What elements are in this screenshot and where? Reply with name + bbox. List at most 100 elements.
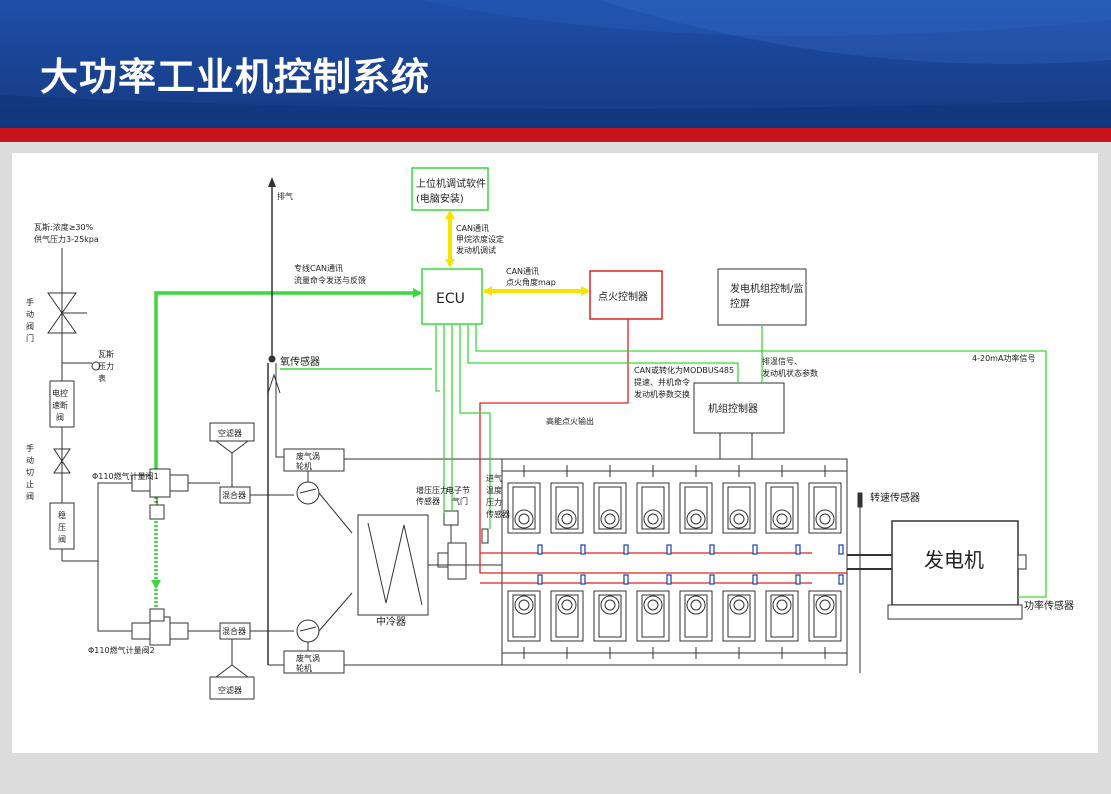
turbo-2-line2: 轮机: [296, 663, 312, 673]
hv-ignition-label: 高能点火输出: [546, 416, 594, 426]
ecu-label: ECU: [436, 291, 465, 307]
cylinder-bottom-7: [765, 590, 799, 642]
gas-gauge-line3: 表: [98, 373, 106, 383]
spark-plug-bottom-4: [666, 574, 672, 585]
control-system-diagram: 上位机调试软件 (电脑安装) CAN通讯 甲烷浓度设定 发动机调试 ECU CA…: [26, 167, 1074, 700]
oxygen-sensor-label: 氧传感器: [280, 355, 320, 368]
intake-sensor-line3: 压力: [486, 497, 502, 507]
cylinder-bottom-1: [507, 590, 541, 642]
dedicated-can-line1: 专线CAN通讯: [294, 263, 343, 273]
elec-shutoff-line2: 速断: [52, 400, 68, 410]
spark-plug-top-4: [666, 544, 672, 555]
turbo-2: [283, 650, 345, 674]
banner-pattern: [0, 0, 1111, 130]
intake-sensor-line1: 进气: [486, 473, 502, 483]
intercooler: [357, 514, 429, 616]
boost-sensor-line2: 传感器: [416, 496, 440, 506]
cylinder-top-2: [550, 482, 584, 534]
can-pc-line2: 甲烷浓度设定: [456, 234, 504, 244]
spark-plug-top-2: [580, 544, 586, 555]
spark-plug-top-5: [709, 544, 715, 555]
cylinder-top-6: [722, 482, 756, 534]
spark-plug-top-8: [838, 544, 844, 555]
genset-panel-line1: 发电机组控制/监: [730, 282, 803, 295]
spark-plug-top-1: [537, 544, 543, 555]
spark-plug-bottom-2: [580, 574, 586, 585]
throttle-line1: 电子节: [446, 485, 470, 495]
manual-cut-char5: 阀: [26, 492, 34, 501]
air-filter-2-label: 空滤器: [218, 685, 242, 695]
throttle-body: [447, 542, 467, 580]
can-ign-line2: 点火角度map: [506, 277, 556, 287]
manual-cut-char4: 止: [26, 479, 34, 489]
manual-valve-char4: 门: [26, 333, 34, 343]
turbo-1-line2: 轮机: [296, 461, 312, 471]
elec-shutoff-line1: 电控: [52, 388, 68, 398]
can-modbus-line1: CAN或转化为MODBUS485: [634, 365, 734, 375]
meter-valve-1-label: Φ110燃气计量阀1: [92, 471, 159, 481]
regulator-char3: 阀: [58, 535, 66, 544]
meter-valve-2: [131, 608, 189, 646]
intercooler-label: 中冷器: [376, 615, 406, 628]
spark-plug-top-3: [623, 544, 629, 555]
cylinder-bottom-3: [593, 590, 627, 642]
intake-sensor-line2: 温度: [486, 485, 502, 495]
engine-block: [501, 458, 848, 666]
can-modbus-line2: 提速、并机命令: [634, 377, 690, 387]
manual-valve-char1: 手: [26, 297, 34, 307]
gas-gauge-line1: 瓦斯: [98, 349, 114, 359]
air-filter-1-label: 空滤器: [218, 428, 242, 438]
gas-info-line2: 供气压力3-25kpa: [34, 234, 99, 244]
cylinder-top-3: [593, 482, 627, 534]
regulator-valve: [49, 502, 75, 550]
mixer-1-label: 混合器: [222, 490, 246, 500]
regulator-char2: 压: [58, 523, 66, 532]
upper-software-note: (电脑安装): [416, 192, 464, 205]
gas-info-line1: 瓦斯:浓度≥30%: [34, 222, 94, 232]
diagram-panel: 上位机调试软件 (电脑安装) CAN通讯 甲烷浓度设定 发动机调试 ECU CA…: [12, 153, 1098, 753]
spark-plug-bottom-1: [537, 574, 543, 585]
can-pc-line3: 发动机调试: [456, 245, 496, 255]
throttle-line2: 气门: [452, 496, 468, 506]
cylinder-top-5: [679, 482, 713, 534]
unit-controller-box: [693, 382, 785, 434]
meter-valve-1: [131, 468, 189, 520]
air-filter-2: [209, 676, 255, 700]
cylinder-top-7: [765, 482, 799, 534]
exhaust-label: 排气: [277, 191, 293, 201]
turbo-1-line1: 废气涡: [296, 451, 320, 461]
speed-sensor-label: 转速传感器: [870, 491, 920, 504]
unit-controller-label: 机组控制器: [708, 402, 758, 415]
power-sensor-label: 功率传感器: [1024, 599, 1074, 612]
ignition-controller-box: [589, 270, 663, 320]
turbo-1: [283, 448, 345, 472]
cylinder-top-8: [808, 482, 842, 534]
can-pc-line1: CAN通讯: [456, 223, 489, 233]
power-signal-label: 4-20mA功率信号: [972, 353, 1035, 363]
cylinder-bottom-8: [808, 590, 842, 642]
cylinder-bottom-4: [636, 590, 670, 642]
elec-shutoff-line3: 阀: [56, 413, 64, 422]
title-underline: [0, 128, 1111, 142]
spark-plug-bottom-7: [795, 574, 801, 585]
boost-sensor-line1: 增压压力: [416, 485, 448, 495]
turbo-2-line1: 废气涡: [296, 653, 320, 663]
spark-plug-bottom-3: [623, 574, 629, 585]
manual-cut-char1: 手: [26, 443, 34, 453]
mixer-2-label: 混合器: [222, 626, 246, 636]
cylinder-top-4: [636, 482, 670, 534]
title-banner: 大功率工业机控制系统: [0, 0, 1111, 130]
can-modbus-line3: 发动机参数交换: [634, 389, 690, 399]
gas-gauge-line2: 压力: [98, 361, 114, 371]
genset-panel-box: [717, 268, 807, 326]
cylinder-bottom-2: [550, 590, 584, 642]
can-ign-line1: CAN通讯: [506, 266, 539, 276]
generator-label: 发电机: [924, 548, 984, 572]
manual-valve-char3: 阀: [26, 322, 34, 331]
intake-sensor-line4: 传感器: [486, 509, 510, 519]
manual-cut-char2: 动: [26, 455, 34, 465]
dedicated-can-line2: 流量命令发送与反馈: [294, 275, 366, 285]
spark-plug-top-7: [795, 544, 801, 555]
cylinder-top-1: [507, 482, 541, 534]
elec-shutoff-valve: [49, 380, 75, 428]
